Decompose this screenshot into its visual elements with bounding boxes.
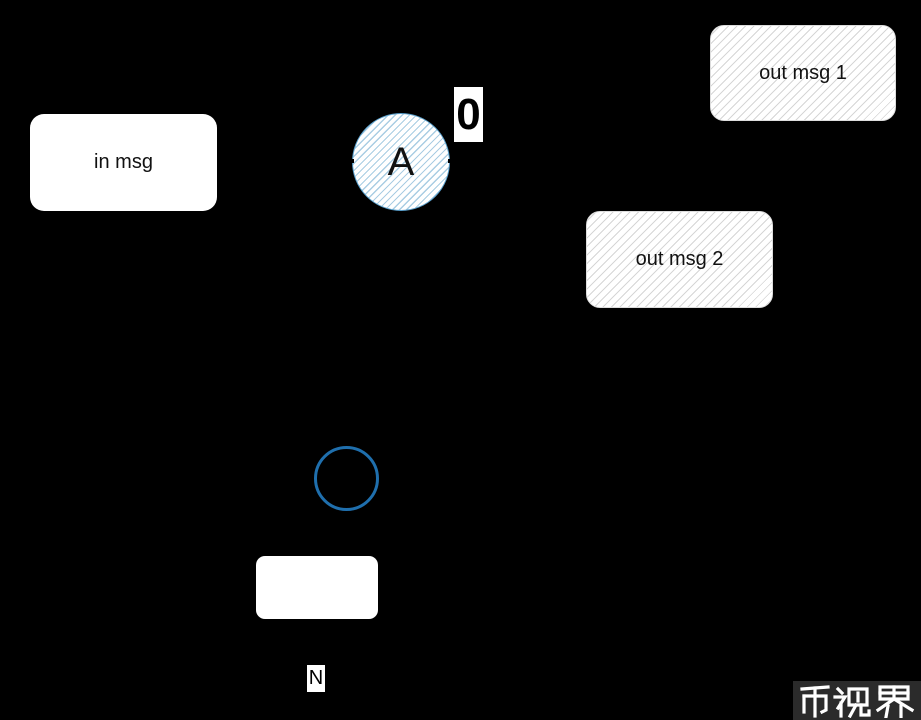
circle-a-right-port (448, 159, 452, 163)
out-msg-1-label: out msg 1 (759, 61, 847, 84)
watermark-logo-graphic (800, 684, 915, 718)
empty-box-node (256, 556, 378, 619)
n-text: N (308, 667, 324, 689)
out-msg-2-label: out msg 2 (635, 248, 724, 270)
n-label: N (307, 665, 325, 692)
circle-a-node: A (352, 113, 450, 211)
circle-a-left-port (350, 159, 354, 163)
out-msg-2-box: out msg 2 (586, 211, 773, 308)
in-msg-box: in msg (30, 114, 217, 211)
out-msg-1-box: out msg 1 (710, 25, 896, 121)
watermark-logo (793, 681, 921, 720)
empty-ring-node (314, 446, 379, 511)
circle-a-label: A (387, 139, 415, 184)
zero-label: 0 (454, 87, 483, 142)
in-msg-label: in msg (94, 151, 153, 173)
zero-text: 0 (456, 89, 481, 139)
